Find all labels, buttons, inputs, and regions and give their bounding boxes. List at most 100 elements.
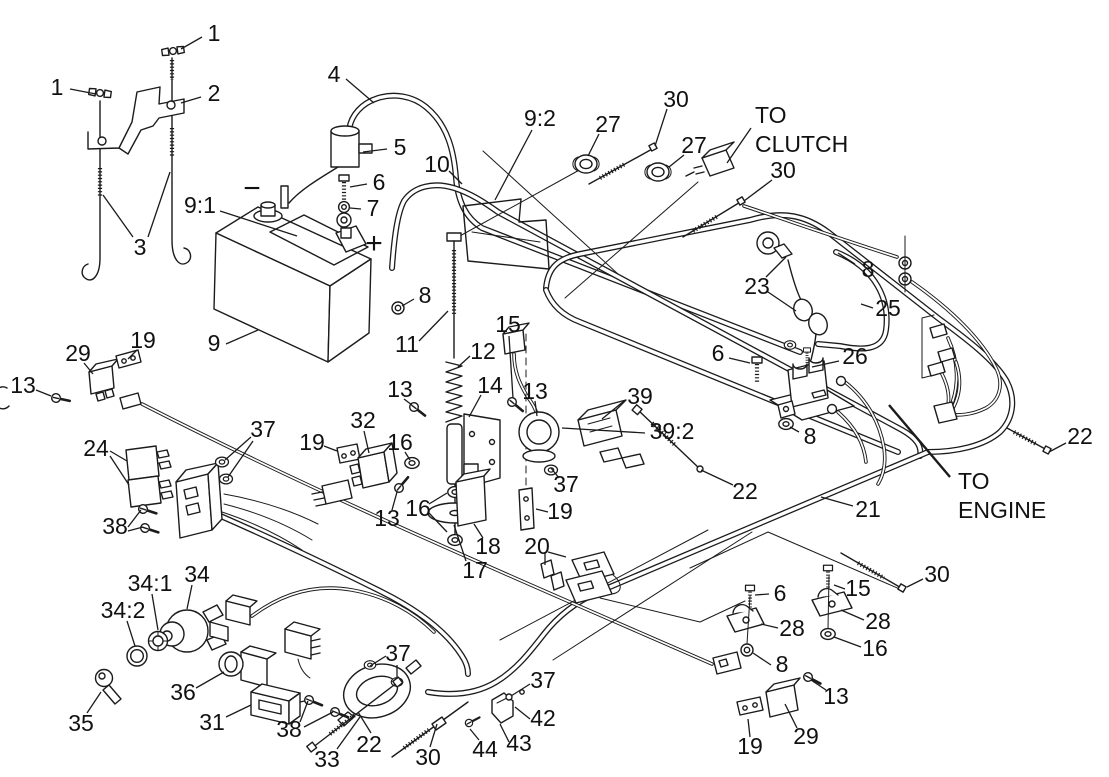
callout-3: 3 — [102, 171, 171, 260]
callout-text: 22 — [1067, 423, 1093, 449]
leader-line — [349, 207, 362, 210]
callout-32: 32 — [350, 407, 376, 454]
callout-text: 26 — [842, 343, 868, 369]
callout-text: 25 — [875, 295, 901, 321]
leader-line — [508, 335, 514, 399]
leader-line — [224, 436, 252, 461]
callout-9: 9 — [208, 329, 259, 356]
callout-6: 6 — [712, 340, 751, 366]
callout-text: 1 — [208, 20, 221, 46]
callout-text: 34:1 — [128, 570, 173, 596]
battery-label-area — [269, 214, 369, 266]
callout-text: 7 — [367, 195, 380, 221]
callout-20: 20 — [524, 533, 567, 565]
callout-text: 37 — [553, 471, 579, 497]
callout-text: 31 — [199, 709, 225, 735]
battery-group — [213, 125, 405, 363]
leader-line — [833, 584, 846, 590]
callout-42: 42 — [514, 705, 556, 731]
callout-38: 38 — [102, 509, 144, 539]
spade-terminal — [621, 453, 645, 469]
plug — [209, 621, 229, 642]
callout-text: 6 — [774, 580, 787, 606]
leader-line — [147, 171, 171, 238]
mount-plate-9-2 — [462, 198, 550, 270]
switch-39-group — [391, 322, 645, 496]
callout-19: 19 — [737, 718, 763, 759]
callout-text: 30 — [415, 744, 441, 770]
callout-text: 34:2 — [101, 597, 146, 623]
callout-13: 13 — [810, 679, 849, 709]
callout-text: 30 — [663, 86, 689, 112]
leader-line — [35, 389, 52, 397]
battery-symbol-−: − — [243, 172, 261, 205]
ignition-group — [94, 594, 321, 725]
key-35 — [94, 668, 122, 705]
callout-text: 13 — [374, 505, 400, 531]
callout-text: 24 — [83, 435, 109, 461]
callout-29: 29 — [65, 340, 94, 375]
callout-43: 43 — [499, 723, 532, 756]
callout-text: 37 — [385, 640, 411, 666]
battery-symbol-+: + — [365, 227, 383, 260]
leader-line — [811, 360, 840, 368]
engine-wire-terminals — [927, 323, 1052, 455]
leader-line — [561, 427, 646, 434]
screw-13 — [391, 473, 413, 496]
callout-34:2: 34:2 — [101, 597, 146, 647]
callout-text: 35 — [68, 710, 94, 736]
threaded-rod-30 — [840, 552, 907, 593]
callout-text: 37 — [250, 416, 276, 442]
callout-text: 4 — [328, 61, 341, 87]
callout-11: 11 — [395, 310, 449, 357]
cable-22 — [306, 676, 404, 753]
callout-28: 28 — [760, 615, 805, 641]
leader-line — [180, 36, 203, 50]
callout-text: 38 — [276, 716, 302, 742]
callout-19: 19 — [299, 429, 338, 455]
leader-line — [362, 148, 388, 153]
leader-line — [499, 723, 510, 743]
bolt-15 — [821, 563, 835, 590]
leader-line — [127, 526, 144, 532]
callout-text: + — [365, 227, 383, 260]
callout-text: 29 — [793, 723, 819, 749]
callout-13: 13 — [522, 378, 548, 417]
callout-7: 7 — [349, 195, 380, 221]
callout-34:1: 34:1 — [128, 570, 173, 631]
screw-38 — [302, 693, 325, 711]
bottom-right-cluster — [712, 552, 907, 718]
callout-27: 27 — [587, 111, 621, 157]
callout-text: 9:2 — [524, 105, 556, 131]
leader-line — [601, 400, 625, 420]
callout-38: 38 — [276, 700, 334, 742]
callout-text: 43 — [506, 730, 532, 756]
battery-cable-boot — [288, 125, 373, 204]
switch-39-2-body — [518, 411, 560, 453]
callout-text: 22 — [356, 731, 382, 757]
cable-22-mid — [631, 404, 704, 473]
leader-line — [906, 578, 924, 588]
j-hook-rod-right — [171, 57, 192, 265]
callout-text: 13 — [522, 378, 548, 404]
leader-line — [810, 679, 827, 691]
callout-36: 36 — [170, 671, 225, 705]
plug — [284, 621, 321, 679]
leader-line — [860, 303, 874, 309]
flange-nut-16 — [820, 627, 836, 641]
connector — [321, 479, 353, 505]
leader-line — [69, 88, 97, 95]
callout-text: 13 — [387, 376, 413, 402]
cable-clamp-28 — [726, 603, 765, 633]
callout-34: 34 — [184, 561, 210, 610]
callout-text: 5 — [394, 134, 407, 160]
leader-line — [109, 455, 130, 486]
callout-17: 17 — [453, 524, 488, 583]
callout-30: 30 — [743, 157, 796, 202]
callout-16: 16 — [405, 492, 448, 533]
leader-line — [225, 704, 252, 718]
callout-1: 1 — [180, 20, 221, 50]
callout-text: 9 — [208, 330, 221, 356]
callout-text: 27 — [595, 111, 621, 137]
plate-19 — [736, 696, 764, 716]
